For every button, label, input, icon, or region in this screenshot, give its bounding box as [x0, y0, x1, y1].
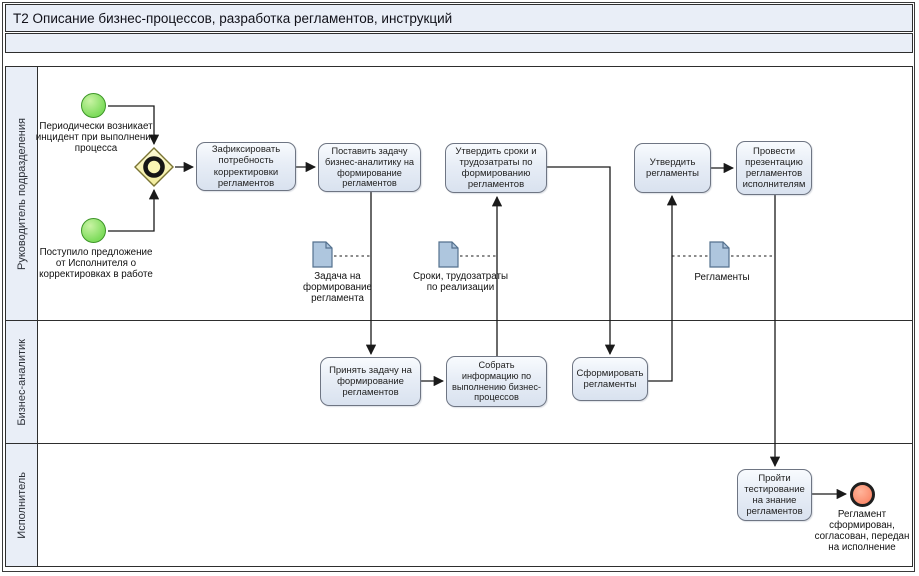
- end-event-icon[interactable]: [850, 482, 875, 507]
- task-collect-info[interactable]: Собрать информацию по выполнению бизнес-…: [446, 356, 547, 407]
- lane-business-analyst: Бизнес-аналитик: [5, 320, 913, 444]
- start-event-icon[interactable]: [81, 218, 106, 243]
- lane-label-business-analyst: Бизнес-аналитик: [6, 321, 38, 443]
- end-event-label: Регламент сформирован, согласован, перед…: [814, 509, 910, 554]
- task-form-regulations[interactable]: Сформировать регламенты: [572, 357, 648, 401]
- task-present-regulations[interactable]: Провести презентацию регламентов исполни…: [736, 141, 812, 195]
- data-object-label: Сроки, трудозатраты по реализации: [412, 271, 509, 294]
- task-approve-terms[interactable]: Утвердить сроки и трудозатраты по формир…: [445, 143, 547, 193]
- start-event-icon[interactable]: [81, 93, 106, 118]
- empty-header-strip: [5, 33, 913, 53]
- lane-label-department-head: Руководитель подразделения: [6, 67, 38, 320]
- start-event-label: Периодически возникает инцидент при выпо…: [35, 121, 157, 155]
- inclusive-gateway-icon[interactable]: [132, 145, 176, 189]
- diagram-title: Т2 Описание бизнес-процессов, разработка…: [13, 10, 453, 26]
- data-object-icon[interactable]: [312, 241, 334, 269]
- data-object-label: Регламенты: [694, 272, 750, 283]
- lane-label-text: Бизнес-аналитик: [15, 338, 28, 426]
- start-event-label: Поступило предложение от Исполнителя о к…: [39, 247, 153, 281]
- lane-label-text: Руководитель подразделения: [15, 117, 28, 270]
- data-object-icon[interactable]: [438, 241, 460, 269]
- task-assign-analyst[interactable]: Поставить задачу бизнес-аналитику на фор…: [318, 143, 421, 192]
- lane-label-text: Исполнитель: [15, 471, 28, 539]
- task-approve-regulations[interactable]: Утвердить регламенты: [634, 143, 711, 193]
- task-fix-need[interactable]: Зафиксировать потребность корректировки …: [196, 142, 296, 191]
- diagram-title-bar: Т2 Описание бизнес-процессов, разработка…: [5, 4, 913, 32]
- lane-label-executor: Исполнитель: [6, 444, 38, 566]
- task-accept-task[interactable]: Принять задачу на формирование регламент…: [320, 357, 421, 406]
- task-pass-testing[interactable]: Пройти тестирование на знание регламенто…: [737, 469, 812, 521]
- data-object-label: Задача на формирование регламента: [303, 271, 372, 305]
- data-object-icon[interactable]: [709, 241, 731, 269]
